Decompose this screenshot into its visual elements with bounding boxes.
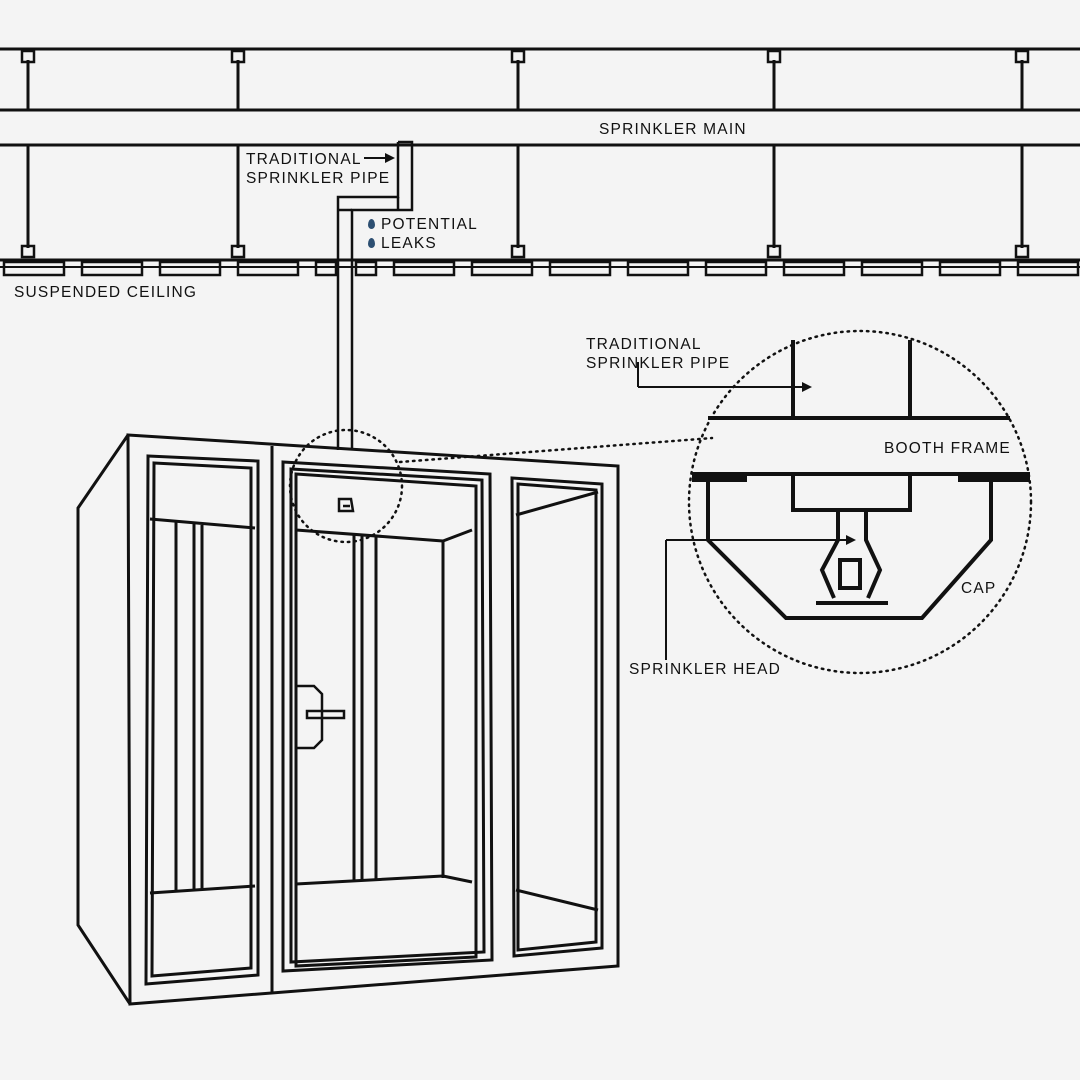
booth-left-window: [144, 454, 260, 986]
potential-label: POTENTIAL: [381, 216, 478, 233]
sprinkler-head-label: SPRINKLER HEAD: [629, 661, 782, 678]
potential-leaks-line1: POTENTIAL: [368, 215, 478, 234]
potential-leaks-line2: LEAKS: [368, 234, 437, 253]
leader-lines: [364, 157, 848, 660]
zoom-source-circle: [288, 428, 404, 544]
booth-right-window: [510, 476, 604, 958]
booth-door: [281, 460, 494, 973]
water-drop-icon: [368, 219, 375, 229]
booth-front-face: [126, 433, 620, 1006]
hanger-brackets-bottom: [20, 244, 1030, 259]
detail-view: [692, 340, 1030, 620]
booth-side-face: [76, 434, 132, 1005]
cap-label: CAP: [961, 580, 997, 597]
zoom-connector: [398, 436, 714, 464]
leaks-label: LEAKS: [381, 235, 437, 252]
hanger-rods: [26, 60, 1024, 248]
suspended-ceiling: [0, 258, 1080, 277]
door-handle: [296, 684, 346, 750]
water-drop-icon: [368, 238, 375, 248]
zoom-detail-circle: [687, 329, 1033, 675]
detail-pipe-label-line2: SPRINKLER PIPE: [586, 355, 731, 372]
phone-booth: [76, 433, 620, 1006]
traditional-pipe-label-line1: TRADITIONAL: [246, 151, 362, 168]
detail-pipe-label-line1: TRADITIONAL: [586, 336, 702, 353]
hanger-brackets-top: [20, 49, 1030, 64]
suspended-ceiling-label: SUSPENDED CEILING: [14, 284, 198, 301]
traditional-pipe-label-line2: SPRINKLER PIPE: [246, 170, 391, 187]
detail-sprinkler-head: [816, 510, 888, 605]
arrowheads: [385, 153, 856, 545]
sprinkler-main-label: SPRINKLER MAIN: [599, 121, 747, 138]
booth-sprinkler: [337, 497, 355, 513]
booth-frame-label: BOOTH FRAME: [884, 440, 1011, 457]
traditional-drop-pipe: [336, 140, 414, 450]
